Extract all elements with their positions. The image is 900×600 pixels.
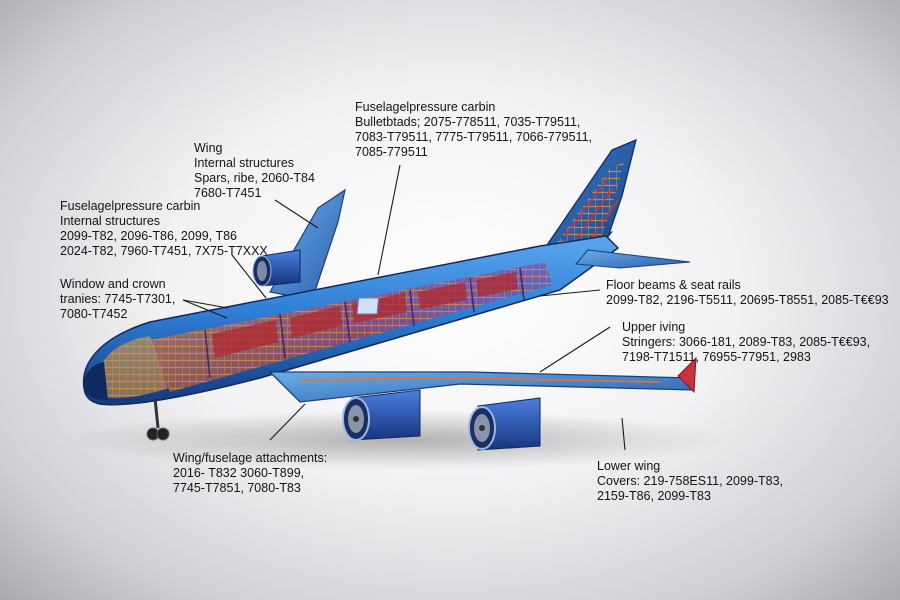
outboard-engine xyxy=(468,397,541,451)
label-wing-internal-line2: Internal structures xyxy=(194,156,295,170)
label-fuselage-internal-title: Fuselagelpressure carbin xyxy=(60,199,201,213)
label-wing-fuselage-attachments-title: Wing/fuselage attachments: xyxy=(173,451,328,465)
label-window-crown: Window and crown tranies: 7745-T7301, 70… xyxy=(60,277,175,322)
label-wing-internal: Wing Internal structures Spars, ribe, 20… xyxy=(194,141,315,201)
label-upper-wing-title: Upper iving xyxy=(622,320,686,334)
label-fuselage-internal-line4: 2024-T82, 7960-T7451, 7X75-T7XXX xyxy=(60,244,268,258)
nose-landing-gear xyxy=(146,397,170,441)
label-lower-wing-line2: Covers: 219-758ES11, 2099-T83, xyxy=(597,474,783,488)
near-horizontal-stabilizer xyxy=(574,249,691,269)
label-fuselage-bulkheads-line3: 7083-T79511, 7775-T79511, 7066-779511, xyxy=(355,130,592,144)
label-upper-wing: Upper iving Stringers: 3066-181, 2089-T8… xyxy=(622,320,870,365)
label-wing-internal-title: Wing xyxy=(194,141,223,155)
label-wing-fuselage-attachments: Wing/fuselage attachments: 2016- T832 30… xyxy=(173,451,327,496)
label-floor-beams-title: Floor beams & seat rails xyxy=(606,278,741,292)
label-floor-beams: Floor beams & seat rails 2099-T82, 2196-… xyxy=(606,278,889,308)
label-lower-wing-line3: 2159-T86, 2099-T83 xyxy=(597,489,711,503)
label-fuselage-internal: Fuselagelpressure carbin Internal struct… xyxy=(60,199,268,259)
label-fuselage-bulkheads-title: Fuselagelpressure carbin xyxy=(355,100,496,114)
label-window-crown-line2: tranies: 7745-T7301, xyxy=(60,292,176,306)
label-wing-fuselage-attachments-line2: 2016- T832 3060-T899, xyxy=(173,466,305,480)
label-upper-wing-line3: 7198-T71511, 76955-77951, 2983 xyxy=(622,350,811,364)
label-window-crown-title: Window and crown xyxy=(60,277,166,291)
label-window-crown-line3: 7080-T7452 xyxy=(60,307,128,321)
ground-shadow xyxy=(70,410,730,470)
label-fuselage-internal-line2: Internal structures xyxy=(60,214,161,228)
label-fuselage-bulkheads-line2: Bulletbtads; 2075-778511, 7035-T79511, xyxy=(355,115,581,129)
label-fuselage-bulkheads: Fuselagelpressure carbin Bulletbtads; 20… xyxy=(355,100,592,160)
label-wing-internal-line4: 7680-T7451 xyxy=(194,186,262,200)
near-wing xyxy=(268,356,697,403)
label-floor-beams-line2: 2099-T82, 2196-T5511, 20695-T8551, 2085-… xyxy=(606,293,889,307)
fuselage xyxy=(82,235,620,406)
inboard-engine xyxy=(342,389,421,441)
leader-lines xyxy=(182,164,626,451)
label-lower-wing-title: Lower wing xyxy=(597,459,661,473)
label-lower-wing: Lower wing Covers: 219-758ES11, 2099-T83… xyxy=(597,459,783,504)
label-upper-wing-line2: Stringers: 3066-181, 2089-T83, 2085-T€€9… xyxy=(622,335,871,349)
label-fuselage-internal-line3: 2099-T82, 2096-T86, 2099, T86 xyxy=(60,229,237,243)
label-fuselage-bulkheads-line4: 7085-779511 xyxy=(355,145,428,159)
label-wing-fuselage-attachments-line3: 7745-T7851, 7080-T83 xyxy=(173,481,301,495)
far-engine xyxy=(252,249,301,287)
label-wing-internal-line3: Spars, ribe, 2060-T84 xyxy=(194,171,315,185)
